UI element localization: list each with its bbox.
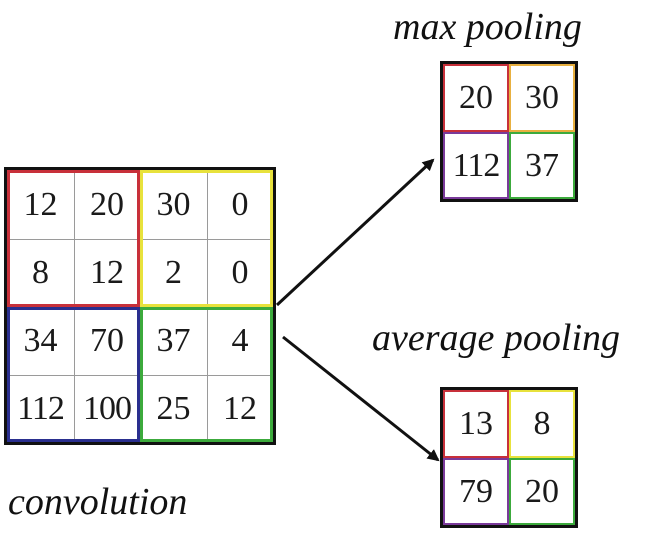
quadrant-top-right [509,64,575,132]
conv-cell: 8 [32,254,49,291]
convolution-label: convolution [8,481,188,523]
max-pooling-label: max pooling [393,6,582,48]
conv-cell: 12 [23,185,58,223]
arrow-to-average-pooling [282,335,440,462]
avg-pool-cell: 20 [525,472,559,510]
quadrant-bottom-left [443,458,509,525]
quadrant-top-right [509,390,575,458]
quadrant-top-left [7,170,140,307]
conv-cell: 0 [231,185,249,223]
conv-cell: 4 [231,322,249,359]
conv-cell: 12 [90,254,124,291]
convolution-grid: 12 20 30 0 8 12 2 0 34 70 37 4 112 100 2… [4,167,276,445]
quadrant-bottom-left [443,132,509,199]
avg-pool-cell: 13 [459,405,493,442]
max-pool-cell: 30 [525,79,559,116]
quadrant-bottom-right [509,458,575,525]
conv-cell: 25 [156,389,191,427]
arrow-to-max-pooling [275,158,435,307]
conv-cell: 100 [83,389,132,427]
max-pool-cell: 20 [459,79,493,116]
conv-cell: 0 [231,254,249,291]
average-pooling-grid: 13 8 79 20 [440,387,578,528]
max-pool-cell: 112 [452,146,501,184]
quadrant-top-left [443,390,509,458]
quadrant-bottom-right [140,307,273,442]
avg-pool-cell: 79 [459,472,493,510]
conv-cell: 34 [23,322,58,359]
conv-cell: 70 [90,322,124,359]
conv-cell: 12 [223,389,257,427]
conv-cell: 37 [156,322,191,359]
quadrant-bottom-right [509,132,575,199]
max-pool-cell: 37 [525,146,559,184]
max-pooling-grid: 20 30 112 37 [440,61,578,202]
quadrant-top-right [140,170,273,307]
quadrant-bottom-left [7,307,140,442]
conv-cell: 30 [156,185,191,223]
avg-pool-cell: 8 [533,405,551,442]
average-pooling-label: average pooling [372,317,621,359]
conv-cell: 20 [90,185,124,223]
quadrant-top-left [443,64,509,132]
conv-cell: 112 [17,389,65,427]
conv-cell: 2 [165,254,182,291]
